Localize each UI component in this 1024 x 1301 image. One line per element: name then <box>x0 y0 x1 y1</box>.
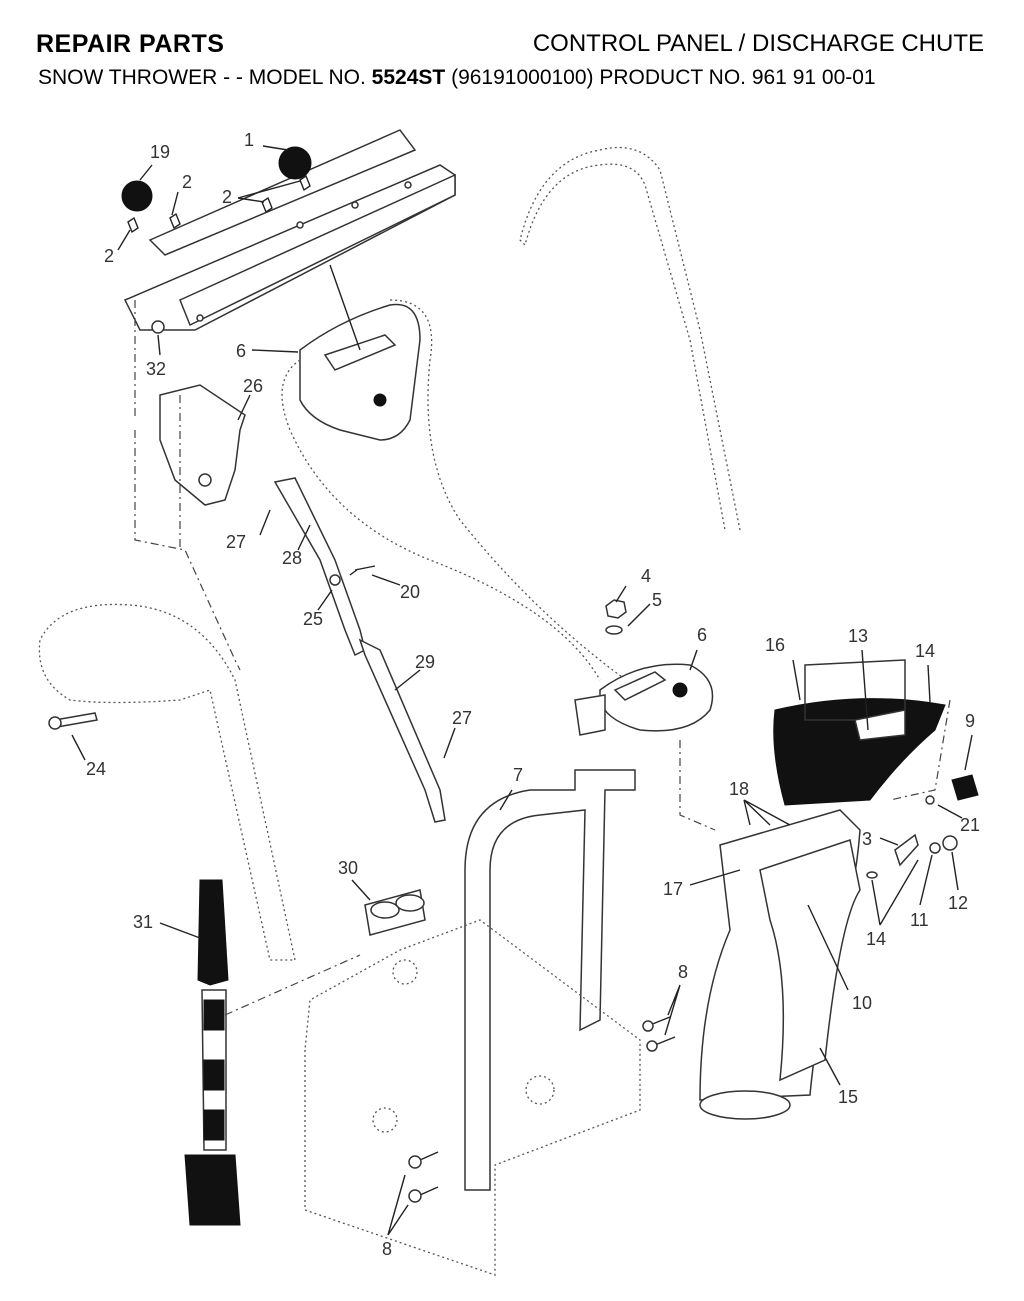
engine-shroud <box>304 919 641 1276</box>
callout-13: 13 <box>848 626 868 646</box>
callout-18: 18 <box>729 779 749 799</box>
header-subtitle: SNOW THROWER - - MODEL NO. 5524ST (96191… <box>38 66 876 90</box>
callout-31: 31 <box>133 912 153 932</box>
callout-10: 10 <box>852 993 872 1013</box>
callout-5: 5 <box>652 590 662 610</box>
callout-16: 16 <box>765 635 785 655</box>
subtitle-suffix: (96191000100) PRODUCT NO. 961 91 00-01 <box>451 66 876 89</box>
model-number: 5524ST <box>371 66 446 89</box>
callout-7: 7 <box>513 765 523 785</box>
knob-part-19 <box>121 180 153 212</box>
right-handle <box>519 146 741 531</box>
chute-cable-right <box>389 299 641 691</box>
subtitle-prefix: SNOW THROWER - - MODEL NO. <box>38 66 366 89</box>
screw-parts-2 <box>127 174 311 234</box>
callout-9: 9 <box>965 711 975 731</box>
bracket-part-3 <box>894 833 919 867</box>
callout-1: 1 <box>244 130 254 150</box>
callout-26: 26 <box>243 376 263 396</box>
callout-14-a: 14 <box>915 641 935 661</box>
bolt-parts-8 <box>408 1016 676 1203</box>
lever-guide-line <box>224 954 361 1016</box>
control-panel <box>123 129 456 331</box>
callout-2-a: 2 <box>182 172 192 192</box>
callout-6-a: 6 <box>236 341 246 361</box>
header-left-title: REPAIR PARTS <box>36 30 225 58</box>
callout-30: 30 <box>338 858 358 878</box>
callout-2-c: 2 <box>104 246 114 266</box>
knob-part-1 <box>278 146 312 180</box>
chute-guide-lines <box>679 699 951 831</box>
washer-part-21 <box>925 795 935 805</box>
callout-21: 21 <box>960 815 980 835</box>
callout-11: 11 <box>910 910 929 930</box>
shift-lever-part-31 <box>184 879 241 1226</box>
shroud-opening <box>392 959 418 985</box>
shift-bracket-part-26 <box>159 384 246 506</box>
callout-20: 20 <box>400 582 420 602</box>
nut-part-12 <box>942 835 958 851</box>
nut-part-4 <box>605 599 627 619</box>
shift-rods <box>273 477 446 823</box>
assembly-guide-left <box>134 300 241 671</box>
washer-part-11 <box>929 842 941 854</box>
chute-cable-left <box>281 359 601 681</box>
bolt-part-24 <box>48 712 98 730</box>
washer-part-14 <box>866 871 878 879</box>
clamp-part-30 <box>364 889 426 936</box>
callout-4: 4 <box>641 566 651 586</box>
deflector-part-16 <box>773 659 946 806</box>
nut-part-32 <box>151 320 165 334</box>
knob-part-9 <box>951 774 979 801</box>
support-tube-part-7 <box>464 769 636 1191</box>
callout-29: 29 <box>415 652 435 672</box>
chute-pivot-bracket <box>574 663 714 736</box>
callout-8-a: 8 <box>678 962 688 982</box>
left-handle <box>38 603 296 961</box>
chute-control-head <box>299 264 421 441</box>
callout-6-b: 6 <box>697 625 707 645</box>
callout-19: 19 <box>150 142 170 162</box>
callout-27-b: 27 <box>452 708 472 728</box>
callout-labels: 19 1 2 2 2 32 6 26 27 28 20 25 29 27 4 5… <box>86 130 980 1259</box>
callout-25: 25 <box>303 609 323 629</box>
callout-12: 12 <box>948 893 968 913</box>
callout-2-b: 2 <box>222 187 232 207</box>
callout-8-b: 8 <box>382 1239 392 1259</box>
callout-24: 24 <box>86 759 106 779</box>
callout-32: 32 <box>146 359 166 379</box>
callout-3: 3 <box>862 829 872 849</box>
callout-15: 15 <box>838 1087 858 1107</box>
callout-27-a: 27 <box>226 532 246 552</box>
discharge-chute-part-15 <box>699 809 861 1120</box>
callout-28: 28 <box>282 548 302 568</box>
leader-lines <box>71 145 973 1236</box>
washer-part-5 <box>605 625 623 635</box>
callout-14-b: 14 <box>866 929 886 949</box>
header-right-title: CONTROL PANEL / DISCHARGE CHUTE <box>532 30 984 57</box>
callout-17: 17 <box>663 879 683 899</box>
